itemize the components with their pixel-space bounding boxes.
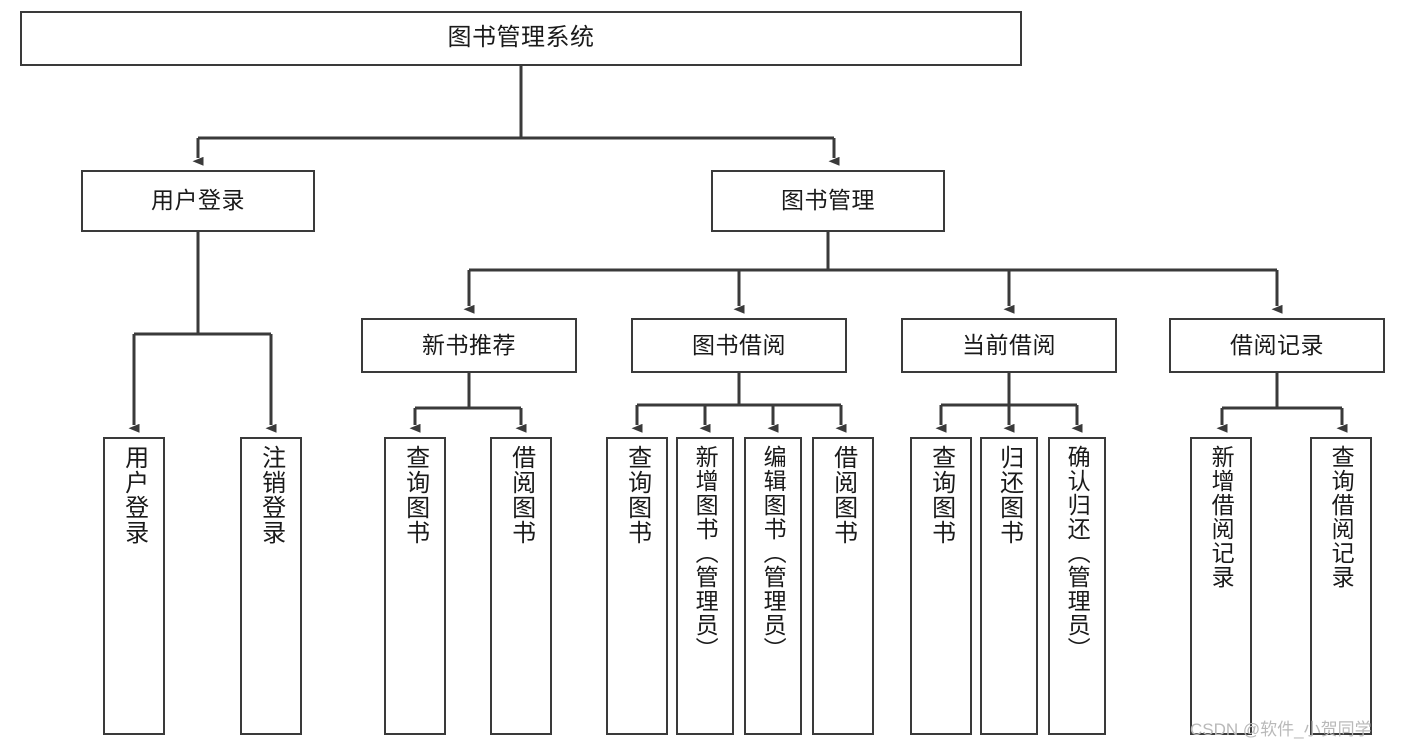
- node-label: 编辑图书（管理员）: [760, 445, 787, 661]
- leaf-user-login-signin[interactable]: 用户登录: [103, 437, 165, 735]
- node-label: 用户登录: [151, 187, 245, 214]
- node-label: 新增图书（管理员）: [692, 445, 719, 661]
- node-label: 确认归还（管理员）: [1064, 445, 1091, 661]
- leaf-borrow-records-query[interactable]: 查询借阅记录: [1310, 437, 1372, 735]
- leaf-book-borrow-add[interactable]: 新增图书（管理员）: [676, 437, 734, 735]
- leaf-current-borrow-return[interactable]: 归还图书: [980, 437, 1038, 735]
- node-label: 查询图书: [623, 445, 651, 545]
- node-label: 借阅图书: [829, 445, 857, 545]
- leaf-current-borrow-query[interactable]: 查询图书: [910, 437, 972, 735]
- node-borrow-records[interactable]: 借阅记录: [1169, 318, 1385, 373]
- node-user-login[interactable]: 用户登录: [81, 170, 315, 232]
- node-label: 查询图书: [401, 445, 429, 545]
- node-label: 新增借阅记录: [1208, 445, 1235, 589]
- leaf-book-borrow-borrow[interactable]: 借阅图书: [812, 437, 874, 735]
- node-label: 查询图书: [927, 445, 955, 545]
- node-label: 归还图书: [995, 445, 1023, 545]
- leaf-book-borrow-query[interactable]: 查询图书: [606, 437, 668, 735]
- node-label: 图书管理: [781, 187, 875, 214]
- leaf-current-borrow-confirm[interactable]: 确认归还（管理员）: [1048, 437, 1106, 735]
- node-label: 当前借阅: [962, 331, 1056, 358]
- node-label: 新书推荐: [422, 331, 516, 358]
- leaf-new-book-query[interactable]: 查询图书: [384, 437, 446, 735]
- node-label: 借阅记录: [1230, 331, 1324, 358]
- node-new-book-recommend[interactable]: 新书推荐: [361, 318, 577, 373]
- node-label: 借阅图书: [507, 445, 535, 545]
- node-book-management[interactable]: 图书管理: [711, 170, 945, 232]
- leaf-borrow-records-add[interactable]: 新增借阅记录: [1190, 437, 1252, 735]
- node-label: 图书借阅: [692, 331, 786, 358]
- node-root-system[interactable]: 图书管理系统: [20, 11, 1022, 66]
- node-book-borrow[interactable]: 图书借阅: [631, 318, 847, 373]
- node-label: 图书管理系统: [447, 24, 595, 52]
- node-label: 用户登录: [120, 445, 148, 545]
- leaf-book-borrow-edit[interactable]: 编辑图书（管理员）: [744, 437, 802, 735]
- node-label: 查询借阅记录: [1328, 445, 1355, 589]
- node-current-borrow[interactable]: 当前借阅: [901, 318, 1117, 373]
- node-label: 注销登录: [257, 445, 285, 545]
- leaf-user-login-signout[interactable]: 注销登录: [240, 437, 302, 735]
- csdn-watermark: CSDN @软件_小贺同学: [1190, 720, 1372, 739]
- leaf-new-book-borrow[interactable]: 借阅图书: [490, 437, 552, 735]
